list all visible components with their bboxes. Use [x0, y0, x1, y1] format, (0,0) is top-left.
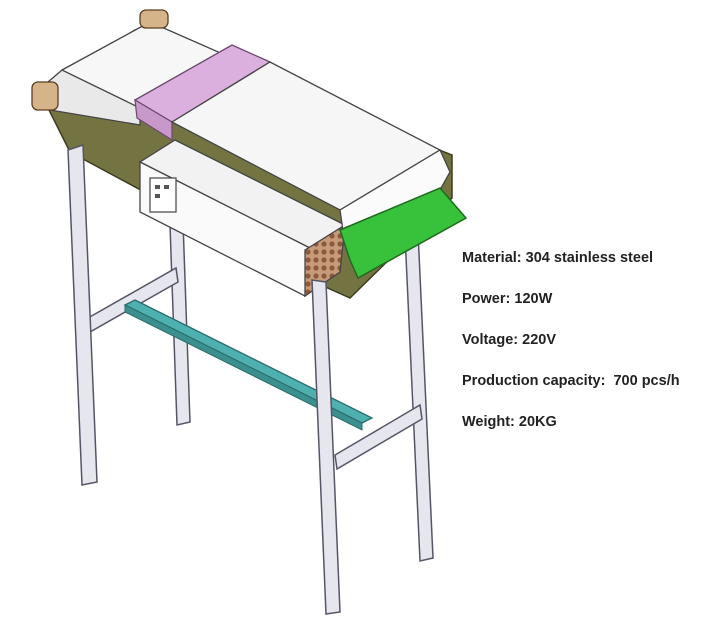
spec-value: 700 pcs/h — [609, 373, 680, 389]
spec-label: Weight: — [462, 414, 515, 430]
spec-list: Material: 304 stainless steel Power: 120… — [462, 248, 712, 453]
roller-cap-rear — [139, 9, 169, 29]
crossbar-right — [334, 403, 423, 471]
teal-crossbar — [123, 299, 374, 431]
spec-value: 20KG — [518, 414, 557, 430]
spec-voltage: Voltage: 220V — [462, 330, 712, 371]
front-housing — [138, 139, 347, 298]
front-left-leg — [67, 143, 98, 486]
spec-power: Power: 120W — [462, 289, 712, 330]
spec-weight: Weight: 20KG — [462, 412, 712, 453]
spec-label: Voltage: — [462, 332, 519, 348]
spec-value: 220V — [522, 332, 557, 348]
rear-right-leg — [404, 231, 434, 562]
spec-label: Material: — [462, 250, 522, 266]
spec-label: Power: — [462, 291, 511, 307]
control-panel — [149, 177, 177, 213]
spec-value: 304 stainless steel — [525, 250, 654, 266]
spec-label: Production capacity: — [462, 373, 606, 389]
roller-cap-front — [31, 81, 59, 111]
spec-material: Material: 304 stainless steel — [462, 248, 712, 289]
front-right-leg — [311, 279, 341, 615]
spec-production-capacity: Production capacity: 700 pcs/h — [462, 371, 712, 412]
green-output-tray — [339, 187, 468, 280]
spec-value: 120W — [514, 291, 553, 307]
pink-belt-segment — [133, 44, 272, 142]
